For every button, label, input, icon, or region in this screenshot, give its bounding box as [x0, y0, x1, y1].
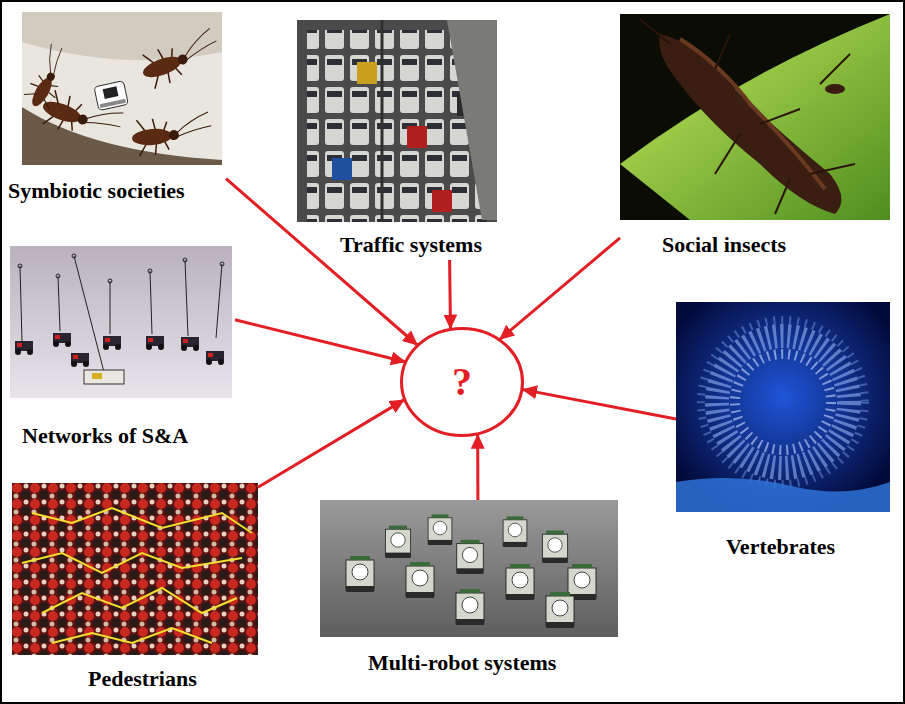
panel-caption: Social insects: [662, 232, 786, 258]
panel-caption: Symbiotic societies: [8, 178, 185, 204]
photo-panel: Networks of S&A: [10, 246, 235, 451]
panel-caption: Multi-robot systems: [368, 650, 556, 676]
circle-outline-shape: [402, 329, 523, 436]
arrow-connector: [258, 399, 405, 487]
photo-panel: Social insects: [620, 14, 890, 260]
panel-caption: Traffic systems: [340, 232, 482, 258]
question-mark: ?: [452, 360, 472, 404]
photo-panel: Pedestrians: [12, 483, 258, 694]
panel-caption: Networks of S&A: [22, 423, 188, 449]
photo-panel: Traffic systems: [297, 20, 512, 260]
arrow-connector: [448, 260, 452, 330]
panel-caption: Vertebrates: [726, 534, 835, 560]
arrow-connector: [476, 434, 479, 500]
arrow-connector: [226, 179, 418, 346]
photo-panel: Multi-robot systems: [320, 500, 618, 678]
arrow-connector: [499, 238, 620, 340]
arrow-connector: [235, 320, 406, 362]
photo-panel: Symbiotic societies: [8, 10, 226, 206]
question-circle: ?: [400, 327, 524, 437]
panel-caption: Pedestrians: [88, 666, 197, 692]
photo-panel: Vertebrates: [676, 302, 891, 562]
arrow-connector: [522, 389, 676, 419]
